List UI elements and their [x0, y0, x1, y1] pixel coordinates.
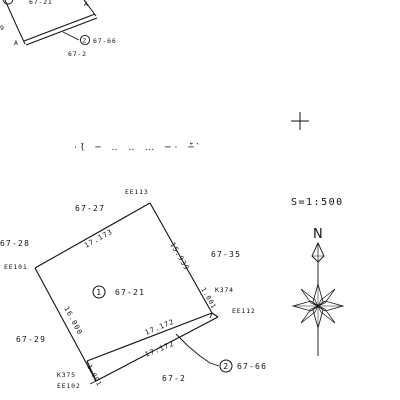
fragment-vertex-a2: A [14, 39, 19, 47]
neighbor-67-27: 67-27 [75, 204, 105, 213]
parcel-label: 67-21 [115, 288, 145, 297]
callout-67-66: 2 67-66 [175, 333, 267, 373]
parcel-bottom-edge [86, 312, 213, 362]
fragment-circle-1 [2, 0, 14, 5]
fragment-callout-line [62, 31, 80, 41]
corner-ee112: EE112 [232, 307, 256, 315]
north-arrow: N [291, 227, 345, 356]
parcel-left-step [86, 360, 97, 382]
fragment-right-edge [83, 0, 97, 17]
edge-road-length: 17.172 [144, 340, 176, 359]
fragment-callout-circle [79, 34, 91, 46]
callout-number: 2 [223, 362, 229, 371]
neighbor-67-35: 67-35 [211, 250, 241, 259]
fragment-left-edge [4, 0, 19, 30]
fragment-bottom-edge-outer [23, 13, 96, 42]
edge-right-length: 15.939 [168, 241, 191, 272]
compass-rose-icon [291, 282, 345, 356]
fragment-left-edge-lower [17, 28, 26, 45]
fragment-callout-label: 67-66 [93, 37, 117, 45]
north-letter: N [313, 227, 323, 242]
corner-ee102: EE102 [57, 382, 81, 390]
corner-ee101: EE101 [4, 263, 28, 271]
parcel-right-edge [149, 202, 213, 314]
fragment-vertex-a: A [84, 0, 89, 8]
edge-left-length: 16.000 [62, 305, 84, 336]
top-fragment: 67-21 A 9 A 2 67-66 67-2 [0, 0, 117, 58]
callout-circle [219, 359, 233, 373]
faded-title: ·(̀ ─ ‥ ‥ … ─· ─̃̀ ̀ [74, 142, 205, 153]
parcel-number: 1 [96, 288, 102, 297]
fragment-lower-label: 67-2 [68, 50, 87, 58]
neighbor-67-28: 67-28 [0, 239, 30, 248]
scale-label: S=1:500 [291, 197, 344, 208]
neighbor-67-2: 67-2 [162, 374, 186, 383]
parcel-left-edge [34, 267, 97, 382]
corner-ee113: EE113 [125, 188, 149, 196]
fragment-parcel-label: 67-21 [29, 0, 53, 6]
callout-label: 67-66 [237, 362, 267, 371]
corner-k375: K375 [57, 371, 76, 379]
fragment-edge-char: 9 [0, 24, 5, 32]
edge-left-small: 1.001 [85, 363, 103, 388]
parcel-number-circle [92, 285, 106, 299]
neighbor-67-29: 67-29 [16, 335, 46, 344]
corner-k374: K374 [215, 286, 234, 294]
crosshair-icon [291, 112, 309, 130]
parcel-top-edge [34, 202, 151, 269]
fragment-bottom-edge-inner [25, 17, 98, 46]
parcel-road-edge [95, 316, 219, 382]
fragment-callout-number: 2 [82, 37, 87, 45]
parcel-right-step [211, 312, 219, 318]
edge-bottom-length: 17.172 [144, 318, 176, 337]
parcel-67-21: 1 67-21 17.173 15.939 17.172 17.172 16.0… [4, 188, 256, 390]
